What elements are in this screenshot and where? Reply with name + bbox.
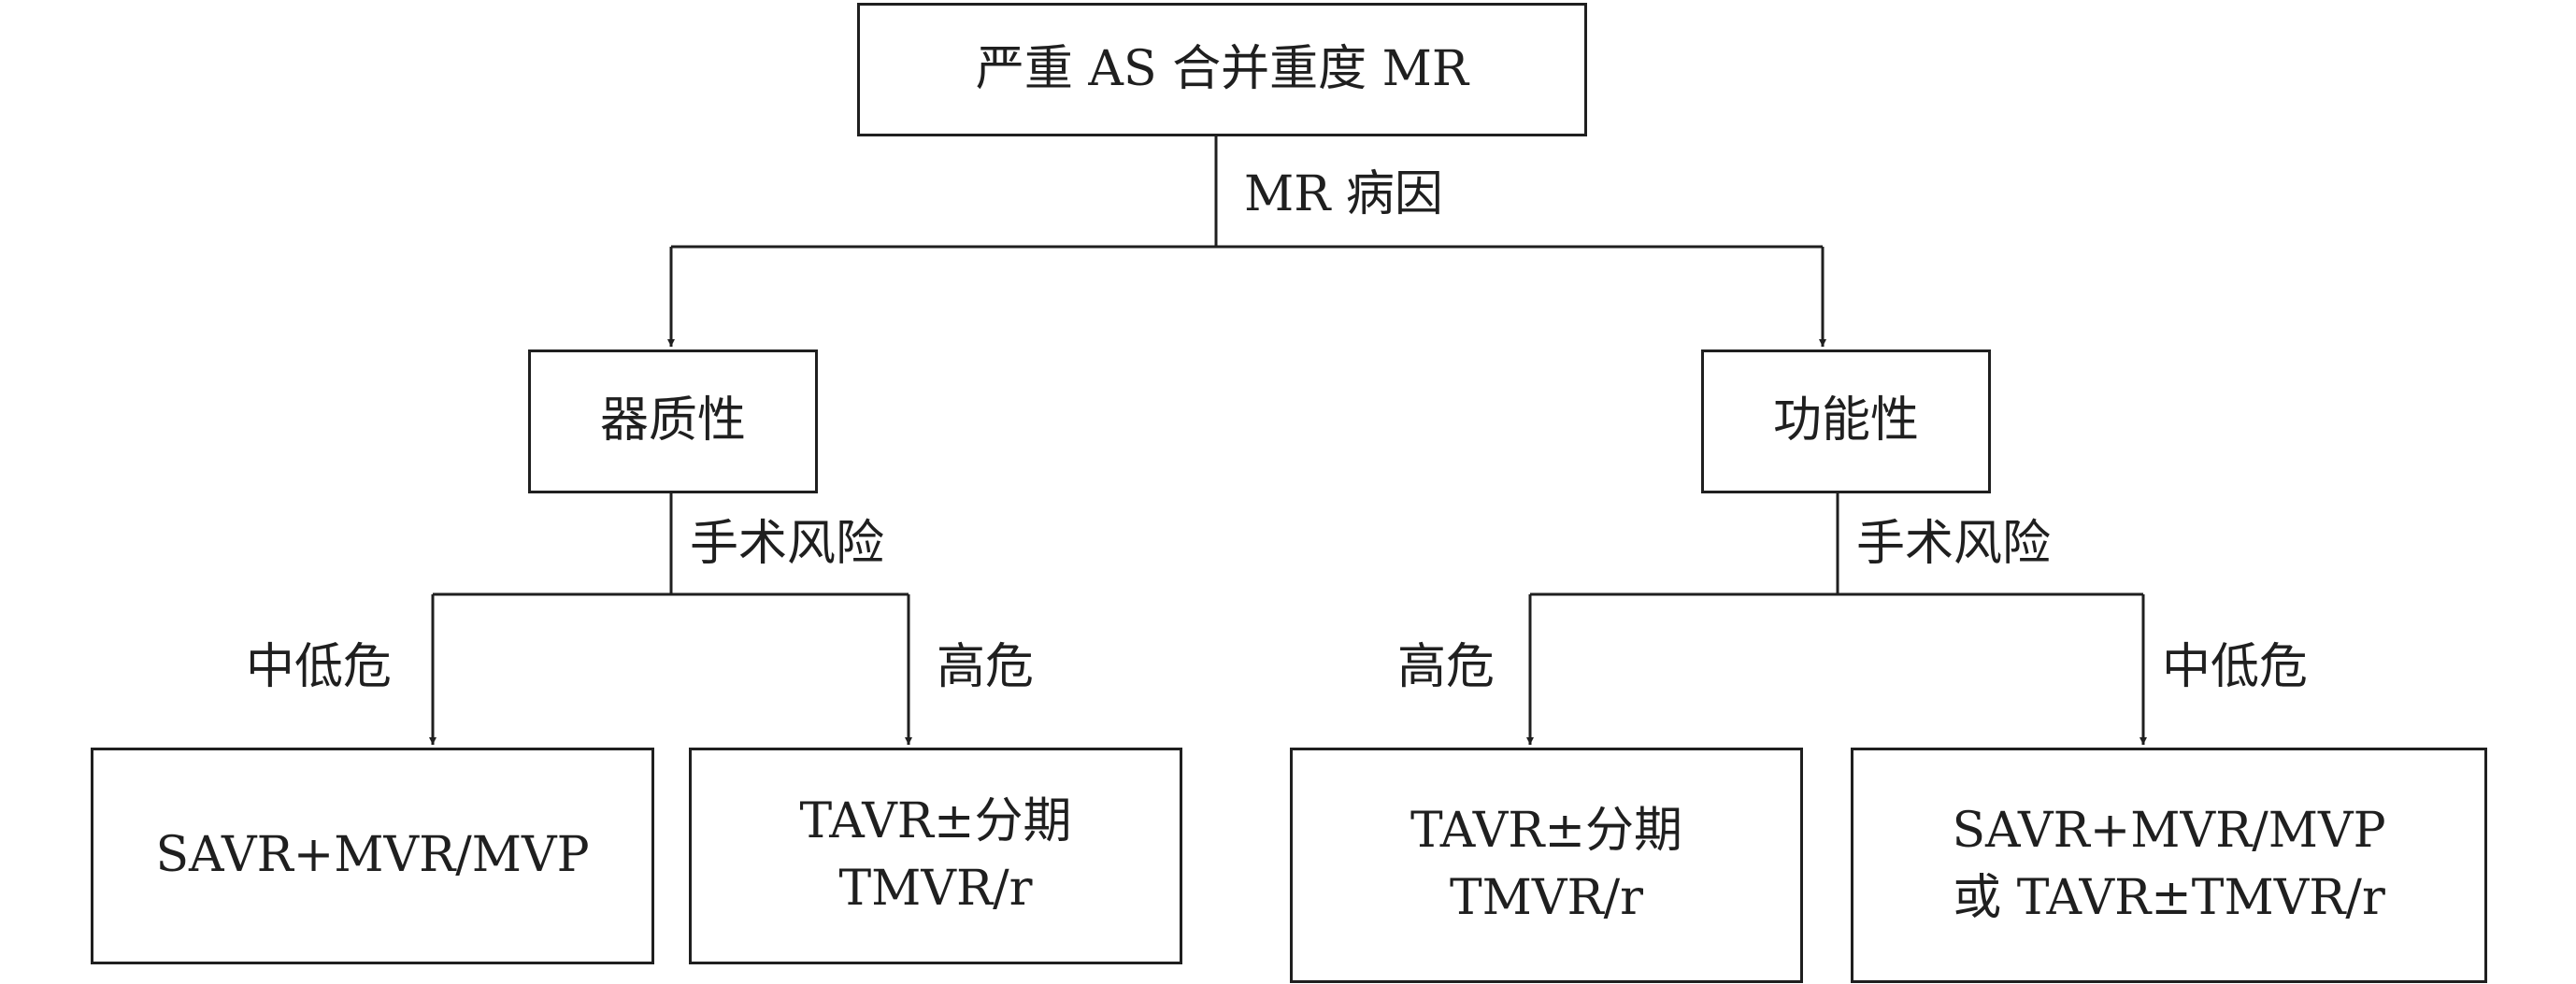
organic-node: 器质性	[528, 349, 818, 493]
functional-high-risk-treatment-line-2: TMVR/r	[1449, 870, 1643, 926]
functional-high-risk-edge-label: 高危	[1397, 639, 1496, 695]
organic-risk-edge-label: 手术风险	[690, 516, 885, 572]
functional-risk-edge-label: 手术风险	[1856, 516, 2052, 572]
organic-low-risk-treatment-line-1: SAVR+MVR/MVP	[155, 827, 590, 884]
functional-low-risk-treatment-line-1: SAVR+MVR/MVP	[1952, 803, 2386, 860]
functional-node-label: 功能性	[1772, 392, 1919, 449]
functional-node: 功能性	[1701, 349, 1991, 493]
functional-high-risk-treatment-node: TAVR±分期 TMVR/r	[1290, 748, 1803, 983]
functional-low-risk-treatment-line-2: 或 TAVR±TMVR/r	[1953, 870, 2385, 926]
organic-node-label: 器质性	[599, 392, 746, 449]
organic-low-risk-treatment-node: SAVR+MVR/MVP	[91, 748, 654, 964]
etiology-edge-label: MR 病因	[1244, 166, 1443, 222]
root-node: 严重 AS 合并重度 MR	[857, 3, 1587, 136]
root-node-label: 严重 AS 合并重度 MR	[975, 40, 1469, 97]
organic-high-risk-treatment-line-1: TAVR±分期	[799, 793, 1072, 850]
organic-low-risk-edge-label: 中低危	[246, 639, 393, 695]
functional-low-risk-treatment-node: SAVR+MVR/MVP 或 TAVR±TMVR/r	[1851, 748, 2487, 983]
organic-high-risk-treatment-line-2: TMVR/r	[838, 861, 1033, 917]
organic-high-risk-treatment-node: TAVR±分期 TMVR/r	[689, 748, 1182, 964]
organic-high-risk-edge-label: 高危	[937, 639, 1035, 695]
functional-low-risk-edge-label: 中低危	[2162, 639, 2309, 695]
functional-high-risk-treatment-line-1: TAVR±分期	[1410, 803, 1683, 860]
